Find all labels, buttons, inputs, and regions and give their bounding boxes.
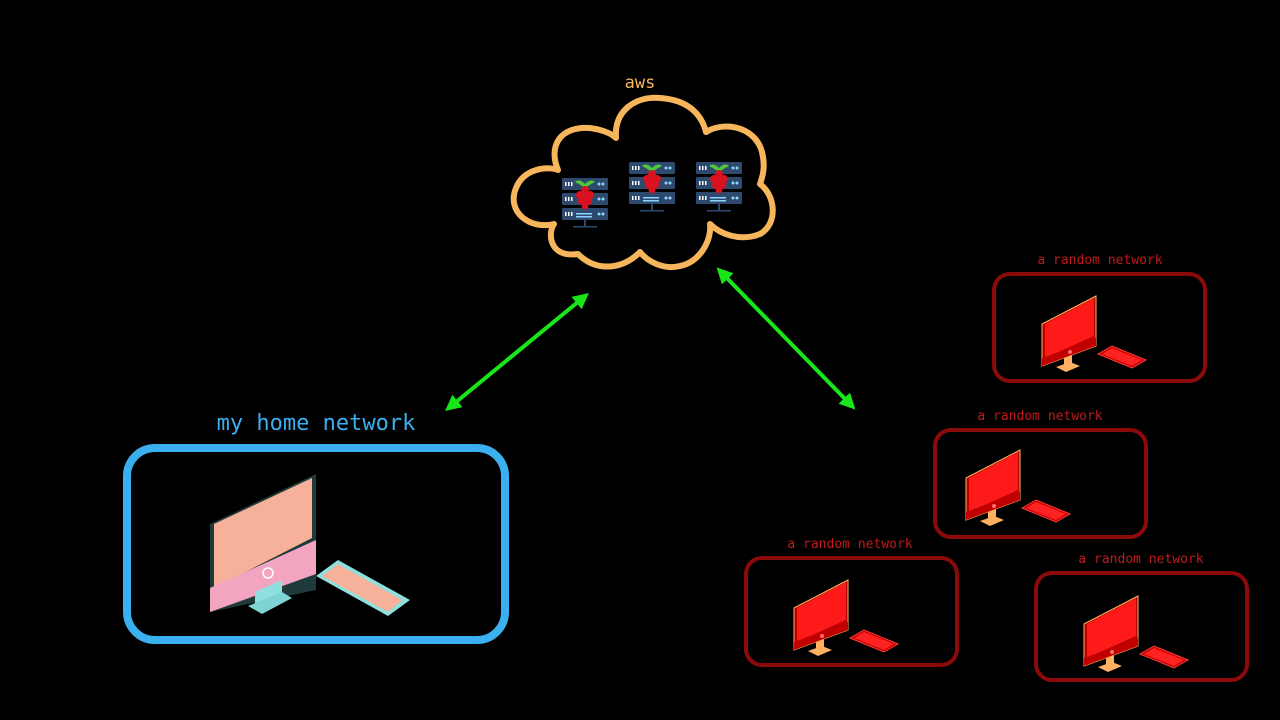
random-network-box	[992, 272, 1207, 383]
random-network: a random network	[992, 253, 1207, 383]
random-network-box	[1034, 571, 1249, 682]
arrow-cloud-random	[716, 267, 856, 410]
desktop-computer-icon	[1083, 595, 1189, 673]
aws-cloud: aws	[510, 73, 776, 270]
random-network-label: a random network	[787, 537, 912, 552]
home-network: my home network	[123, 411, 509, 644]
desktop-computer-icon	[210, 474, 316, 614]
home-network-box	[123, 444, 509, 644]
random-network-label: a random network	[1078, 552, 1203, 567]
random-network: a random network	[1034, 552, 1249, 682]
desktop-computer-icon	[793, 579, 899, 657]
raspberry-pi-server-icon	[696, 162, 742, 212]
desktop-computer-icon	[1041, 295, 1147, 373]
desktop-computer-icon	[965, 449, 1071, 527]
cloud-label: aws	[625, 73, 656, 93]
raspberry-pi-server-icon	[562, 178, 608, 228]
cloud-icon	[510, 94, 776, 270]
smartphone-icon	[316, 560, 410, 616]
random-network-label: a random network	[977, 409, 1102, 424]
random-network: a random network	[744, 537, 959, 667]
raspberry-pi-server-icon	[629, 162, 675, 212]
random-network-box	[933, 428, 1148, 539]
home-network-label: my home network	[217, 411, 416, 436]
random-network-box	[744, 556, 959, 667]
random-network-label: a random network	[1037, 253, 1162, 268]
random-network: a random network	[933, 409, 1148, 539]
arrow-cloud-home	[445, 292, 589, 412]
